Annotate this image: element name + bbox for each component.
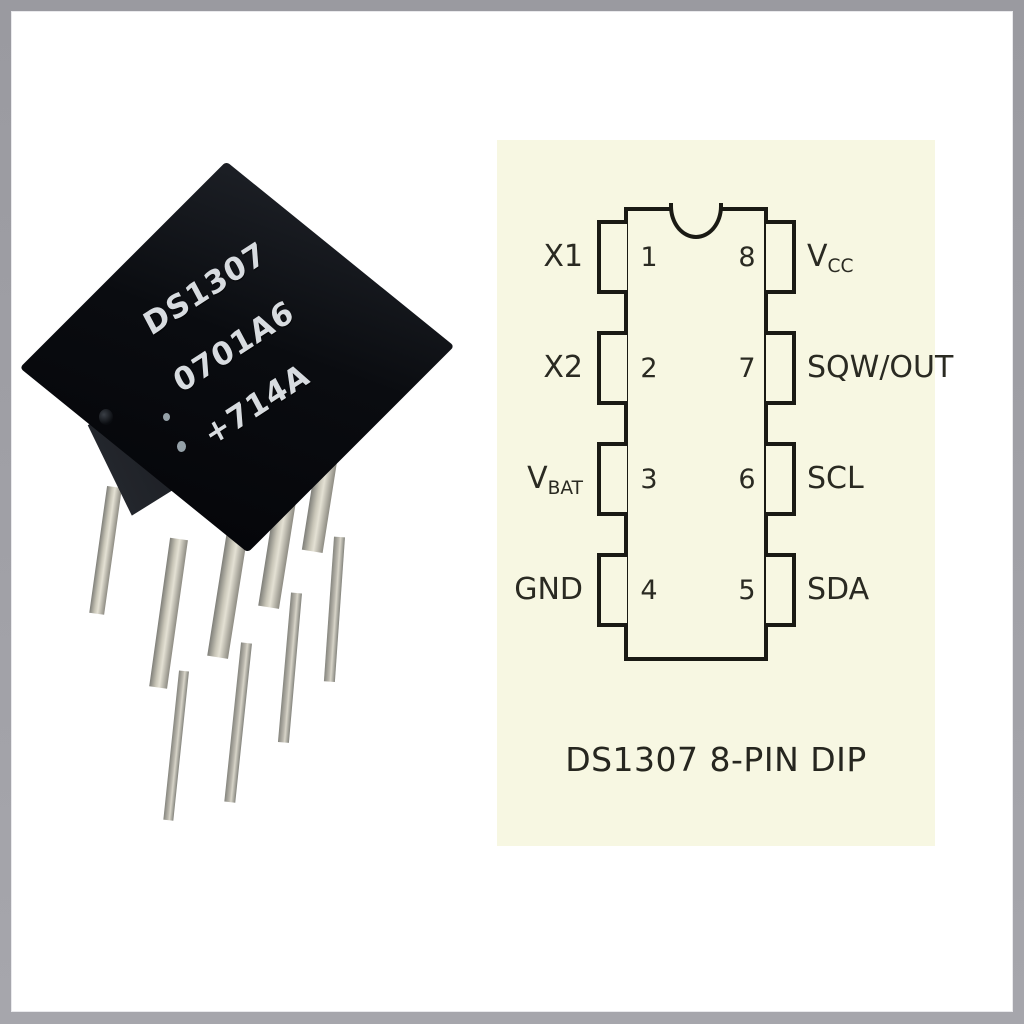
pin-number-2: 2 (640, 353, 658, 384)
pin-label-scl-text: SCL (807, 461, 864, 496)
pin-label-vbat: VBAT (527, 461, 583, 498)
pin-label-gnd-text: GND (514, 572, 583, 607)
pin-label-vbat-text: V (527, 461, 548, 496)
chip-pin1-dimple (99, 409, 113, 425)
pin-lead-2 (597, 331, 627, 405)
pin-label-x1-text: X1 (543, 239, 583, 274)
pin-lead-8 (766, 220, 796, 294)
chip-speck-b (163, 413, 170, 421)
chip-leg-3-tip (224, 642, 252, 803)
pin-lead-1 (597, 220, 627, 294)
image-canvas: DS1307 0701A6 +714A 1 X1 2 X2 3 VB (11, 11, 1013, 1012)
pin-number-7: 7 (738, 353, 756, 384)
pin-label-sqwout-text: SQW/OUT (807, 350, 954, 385)
pinout-diagram-panel: 1 X1 2 X2 3 VBAT 4 GND 8 VCC (497, 140, 953, 846)
pin-label-x2: X2 (543, 353, 583, 383)
chip-leg-5-tip (323, 536, 345, 683)
chip-leg-1 (89, 485, 122, 615)
pin-lead-4 (597, 553, 627, 627)
diagram-caption: DS1307 8-PIN DIP (565, 740, 867, 779)
pin-label-x2-text: X2 (543, 350, 583, 385)
pin-lead-7 (766, 331, 796, 405)
chip-leg-2-tip (163, 670, 189, 821)
pin-lead-6 (766, 442, 796, 516)
pin-label-sqwout: SQW/OUT (807, 353, 953, 383)
pin-number-4: 4 (640, 575, 658, 606)
pin-number-6: 6 (738, 464, 756, 495)
pin-label-sda: SDA (807, 575, 869, 605)
pin-label-gnd: GND (514, 575, 583, 605)
pin-number-3: 3 (640, 464, 658, 495)
pin-number-1: 1 (640, 242, 658, 273)
pin-label-vcc-text: V (807, 239, 828, 274)
pin-label-vcc-sub: CC (827, 255, 854, 277)
pin-label-scl: SCL (807, 464, 864, 494)
pin-label-vbat-sub: BAT (547, 477, 583, 499)
chip-speck-a (177, 441, 186, 452)
pin-lead-5 (766, 553, 796, 627)
chip-leg-4-tip (277, 592, 302, 743)
pin-lead-3 (597, 442, 627, 516)
pin-label-vcc: VCC (807, 239, 854, 276)
pin-label-x1: X1 (543, 242, 583, 272)
pin-number-5: 5 (738, 575, 756, 606)
chip-photograph: DS1307 0701A6 +714A (19, 151, 455, 911)
pin-number-8: 8 (738, 242, 756, 273)
chip-leg-2 (149, 537, 188, 689)
pin-label-sda-text: SDA (807, 572, 870, 607)
